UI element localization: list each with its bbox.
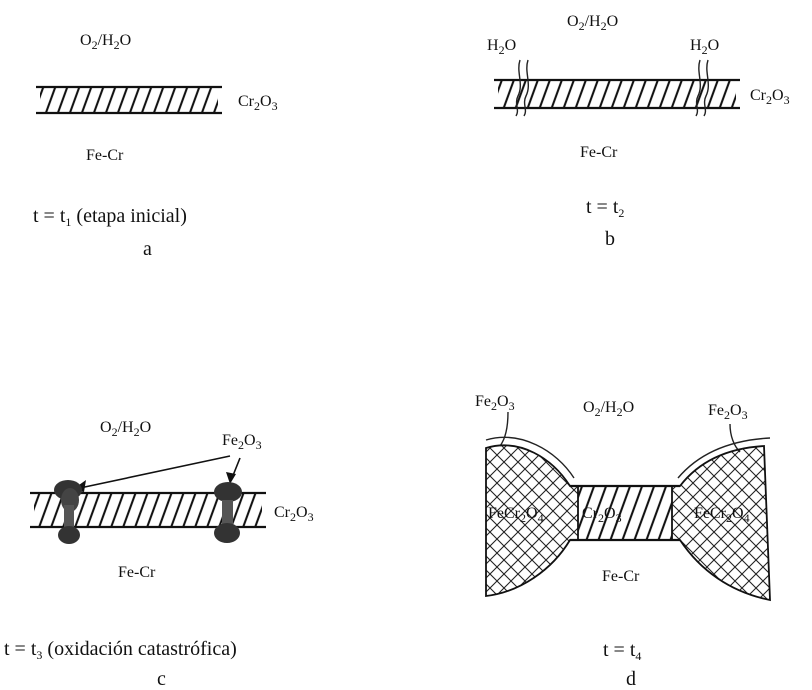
- panel-a-time-caption: t = t1 (etapa inicial): [33, 205, 187, 229]
- panel-b-time-caption: t = t2: [586, 196, 624, 220]
- panel-c-atmosphere-label: O2/H2O: [100, 419, 151, 439]
- panel-a-letter: a: [143, 238, 152, 260]
- panel-b-atmosphere-label: O2/H2O: [567, 13, 618, 33]
- panel-d-center-oxide-label: Cr2O3: [582, 505, 622, 525]
- panel-c-nodule-label: Fe2O3: [222, 432, 262, 452]
- panel-b-oxide-label: Cr2O3: [750, 87, 790, 107]
- panel-d-oxide-scale: [485, 436, 771, 602]
- panel-d-time-caption: t = t4: [603, 639, 641, 663]
- panel-a-oxide-label: Cr2O3: [238, 93, 278, 113]
- panel-c-alloy-label: Fe-Cr: [118, 564, 156, 581]
- panel-c-pointer-arrows: [72, 455, 241, 492]
- panel-d-spinel-left-label: FeCr2O4: [488, 505, 544, 525]
- panel-a-alloy-label: Fe-Cr: [86, 147, 124, 164]
- panel-d-spinel-right-label: FeCr2O4: [694, 505, 750, 525]
- panel-a-atmosphere-label: O2/H2O: [80, 32, 131, 52]
- panel-c-oxide-label: Cr2O3: [274, 504, 314, 524]
- panel-c: O2/H2O Fe2O3 Cr2O3 Fe-Cr: [4, 419, 314, 690]
- panel-d-letter: d: [626, 668, 636, 690]
- panel-d-nodule-left-label: Fe2O3: [475, 393, 515, 413]
- panel-b: O2/H2O H2O H2O Cr2O3 Fe-Cr t = t2 b: [487, 13, 790, 250]
- panel-b-water-channels: [515, 59, 709, 117]
- panel-c-nodules: [54, 480, 242, 544]
- panel-b-water-left-label: H2O: [487, 37, 516, 57]
- panel-d-atmosphere-label: O2/H2O: [583, 399, 634, 419]
- panel-c-time-caption: t = t3 (oxidación catastrófica): [4, 638, 237, 662]
- panel-b-water-right-label: H2O: [690, 37, 719, 57]
- panel-b-alloy-label: Fe-Cr: [580, 144, 618, 161]
- panel-b-oxide-layer: [494, 78, 740, 110]
- panel-a: O2/H2O Cr2O3 Fe-Cr t = t1 (etapa inicial…: [33, 32, 278, 260]
- panel-b-letter: b: [605, 228, 615, 250]
- panel-d: Fe2O3 O2/H2O Fe2O3 FeCr2O4 Cr2O3: [475, 393, 771, 690]
- panel-d-alloy-label: Fe-Cr: [602, 568, 640, 585]
- panel-a-oxide-layer: [36, 85, 222, 115]
- panel-c-letter: c: [157, 668, 166, 690]
- panel-d-nodule-right-label: Fe2O3: [708, 402, 748, 422]
